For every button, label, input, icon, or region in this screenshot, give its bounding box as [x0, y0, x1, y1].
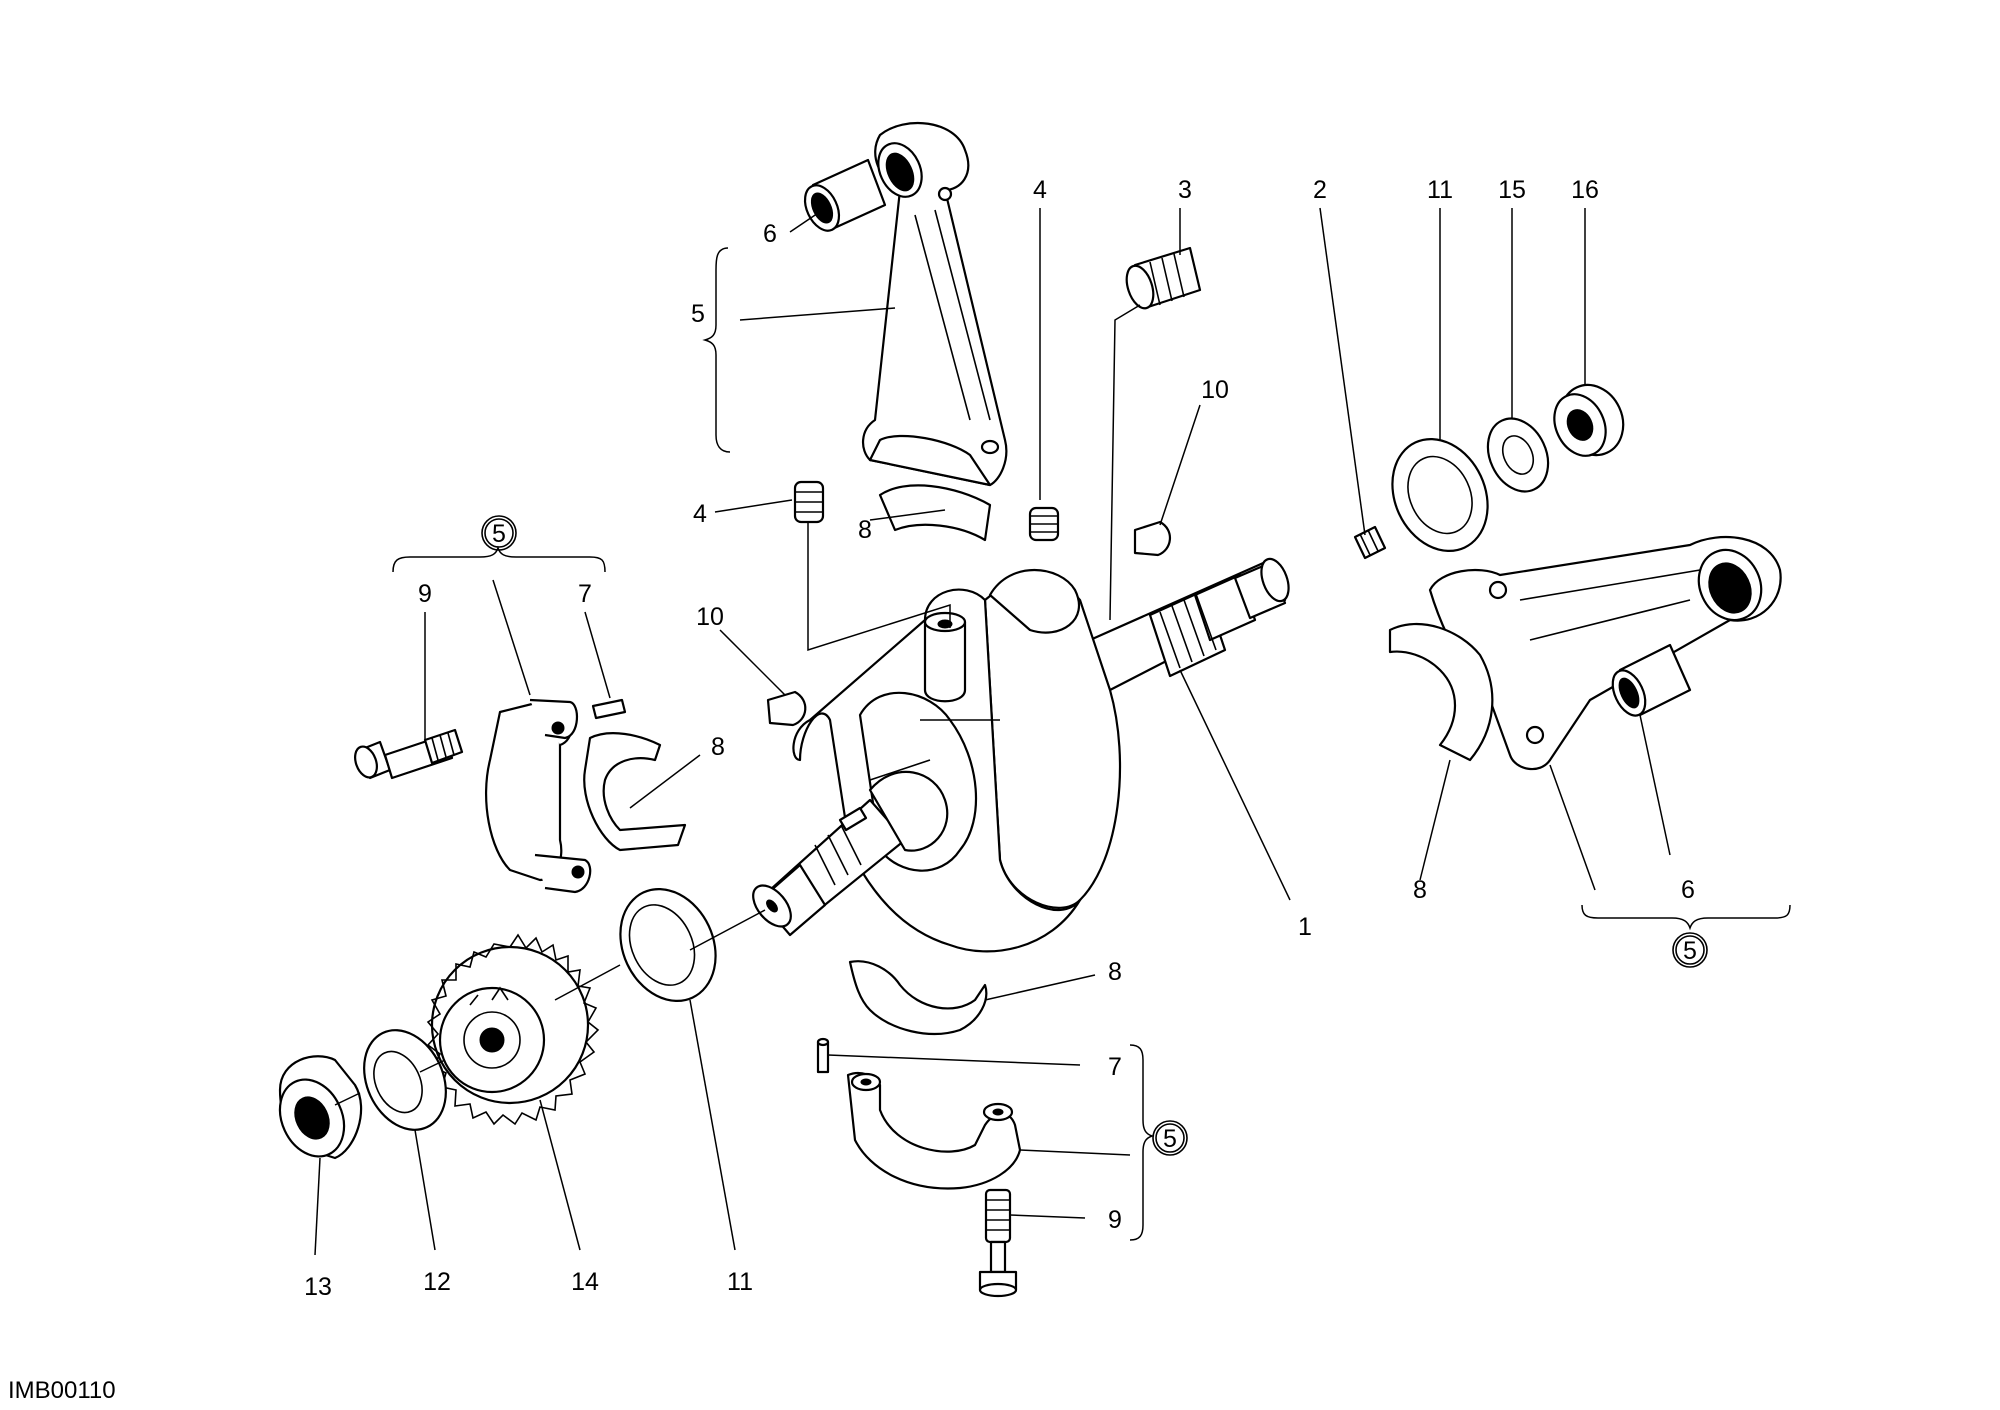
bearing-shell-right [1388, 622, 1494, 762]
bush-upper [803, 158, 887, 232]
timing-gear [426, 933, 600, 1126]
bolt-left [354, 728, 464, 780]
label-shell-bottom: 8 [1108, 958, 1122, 986]
label-plug-large: 3 [1178, 176, 1192, 204]
plug-left [793, 480, 825, 524]
key-right [1133, 520, 1171, 557]
kit-marker-left: 5 [481, 515, 517, 551]
svg-text:5: 5 [492, 520, 506, 548]
plug-mid [1028, 506, 1060, 542]
label-washer-15: 15 [1498, 176, 1526, 204]
key-left [766, 690, 807, 727]
label-shell-upper: 8 [858, 516, 872, 544]
crankshaft [752, 557, 1290, 953]
rod-cap-bottom [846, 1071, 1022, 1190]
label-washer-left: 11 [727, 1268, 753, 1296]
washer-15 [1486, 417, 1550, 493]
label-nut-16: 16 [1571, 176, 1599, 204]
svg-text:5: 5 [1163, 1125, 1177, 1153]
label-timing-gear: 14 [571, 1268, 599, 1296]
label-bolt-bottom: 9 [1108, 1206, 1122, 1234]
pin-bottom [816, 1037, 830, 1074]
ring-nut [278, 1055, 363, 1160]
label-washer-right: 11 [1427, 176, 1453, 204]
nut-16 [1553, 383, 1625, 457]
label-key-right: 10 [1201, 376, 1229, 404]
washer-right [1391, 437, 1489, 553]
label-shell-right: 8 [1413, 876, 1427, 904]
plug-large [1125, 246, 1202, 310]
bearing-shell-left [583, 732, 687, 852]
label-conrod-assembly: 5 [691, 300, 705, 328]
label-plug-mid: 4 [1033, 176, 1047, 204]
label-bush-upper: 6 [763, 220, 777, 248]
label-pin-bottom: 7 [1108, 1053, 1122, 1081]
label-shell-left: 8 [711, 733, 725, 761]
svg-text:5: 5 [1683, 937, 1697, 965]
label-bush-right: 6 [1681, 876, 1695, 904]
rod-cap-left [484, 698, 592, 894]
plug-small [1353, 525, 1387, 560]
bearing-shell-bottom [848, 960, 988, 1036]
washer-left [619, 887, 717, 1003]
leader-lines [314, 204, 1791, 1256]
pin-left [591, 698, 627, 720]
label-crankshaft: 1 [1298, 913, 1312, 941]
label-ring-nut: 13 [304, 1273, 332, 1301]
kit-marker-bottom: 5 [1152, 1120, 1188, 1156]
bolt-bottom [978, 1188, 1018, 1298]
drawing-code: IMB00110 [8, 1377, 116, 1404]
callout-labels: 1 2 3 4 4 5 6 6 7 7 8 8 8 8 9 9 10 10 11… [304, 176, 1695, 1301]
label-bolt-left: 9 [418, 580, 432, 608]
kit-marker-right: 5 [1672, 932, 1708, 968]
bearing-shell-upper [878, 484, 992, 542]
label-spring-washer: 12 [423, 1268, 451, 1296]
bush-right [1611, 643, 1692, 717]
spring-washer [363, 1029, 447, 1131]
conrod-upper [862, 121, 1008, 487]
label-plug-left: 4 [693, 500, 707, 528]
label-key-left: 10 [696, 603, 724, 631]
label-plug-small: 2 [1313, 176, 1327, 204]
conrod-right [1428, 535, 1782, 771]
label-pin-left: 7 [578, 580, 592, 608]
